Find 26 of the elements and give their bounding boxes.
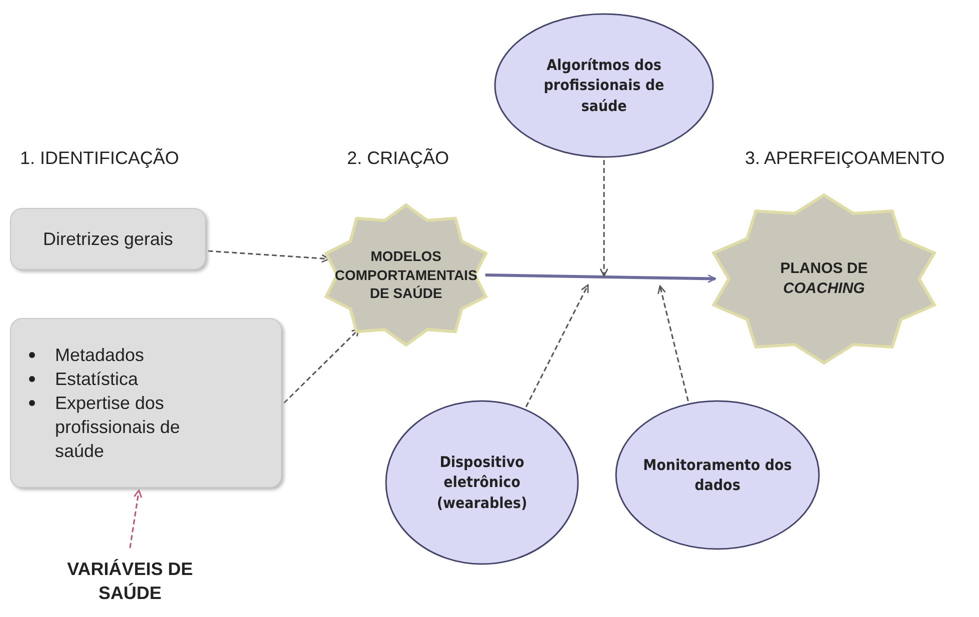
arrow bbox=[129, 489, 142, 548]
stage-heading: 3. APERFEIÇOAMENTO bbox=[745, 148, 945, 169]
arrow bbox=[283, 328, 360, 404]
arrow bbox=[600, 160, 608, 277]
node-label: Dispositivo eletrônico (wearables) bbox=[436, 452, 528, 513]
list-item: Metadados bbox=[55, 344, 144, 367]
starburst-shape bbox=[322, 205, 490, 345]
arrow bbox=[658, 285, 689, 402]
heading-text: VARIÁVEIS DE SAÚDE bbox=[66, 558, 194, 605]
ellipse-node bbox=[494, 13, 714, 158]
node-label: Monitoramento dos dados bbox=[642, 454, 793, 496]
ellipse-node bbox=[385, 400, 579, 565]
rounded-box bbox=[10, 318, 282, 488]
node-label: PLANOS DE COACHING bbox=[779, 258, 869, 299]
list-item: Expertise dos profissionais de saúde bbox=[55, 392, 182, 463]
arrow bbox=[485, 274, 716, 283]
node-label: Diretrizes gerais bbox=[42, 228, 174, 251]
list-item: Estatística bbox=[55, 368, 138, 391]
rounded-box bbox=[10, 208, 206, 270]
stage-heading: 2. CRIAÇÃO bbox=[347, 148, 450, 169]
node-label: Algorítmos dos profissionais de saúde bbox=[542, 55, 666, 116]
node-label: MODELOS COMPORTAMENTAIS DE SAÚDE bbox=[334, 246, 478, 304]
ellipse-node bbox=[615, 400, 820, 550]
arrow bbox=[208, 250, 330, 263]
arrow bbox=[525, 284, 589, 408]
stage-heading: 1. IDENTIFICAÇÃO bbox=[20, 148, 180, 169]
